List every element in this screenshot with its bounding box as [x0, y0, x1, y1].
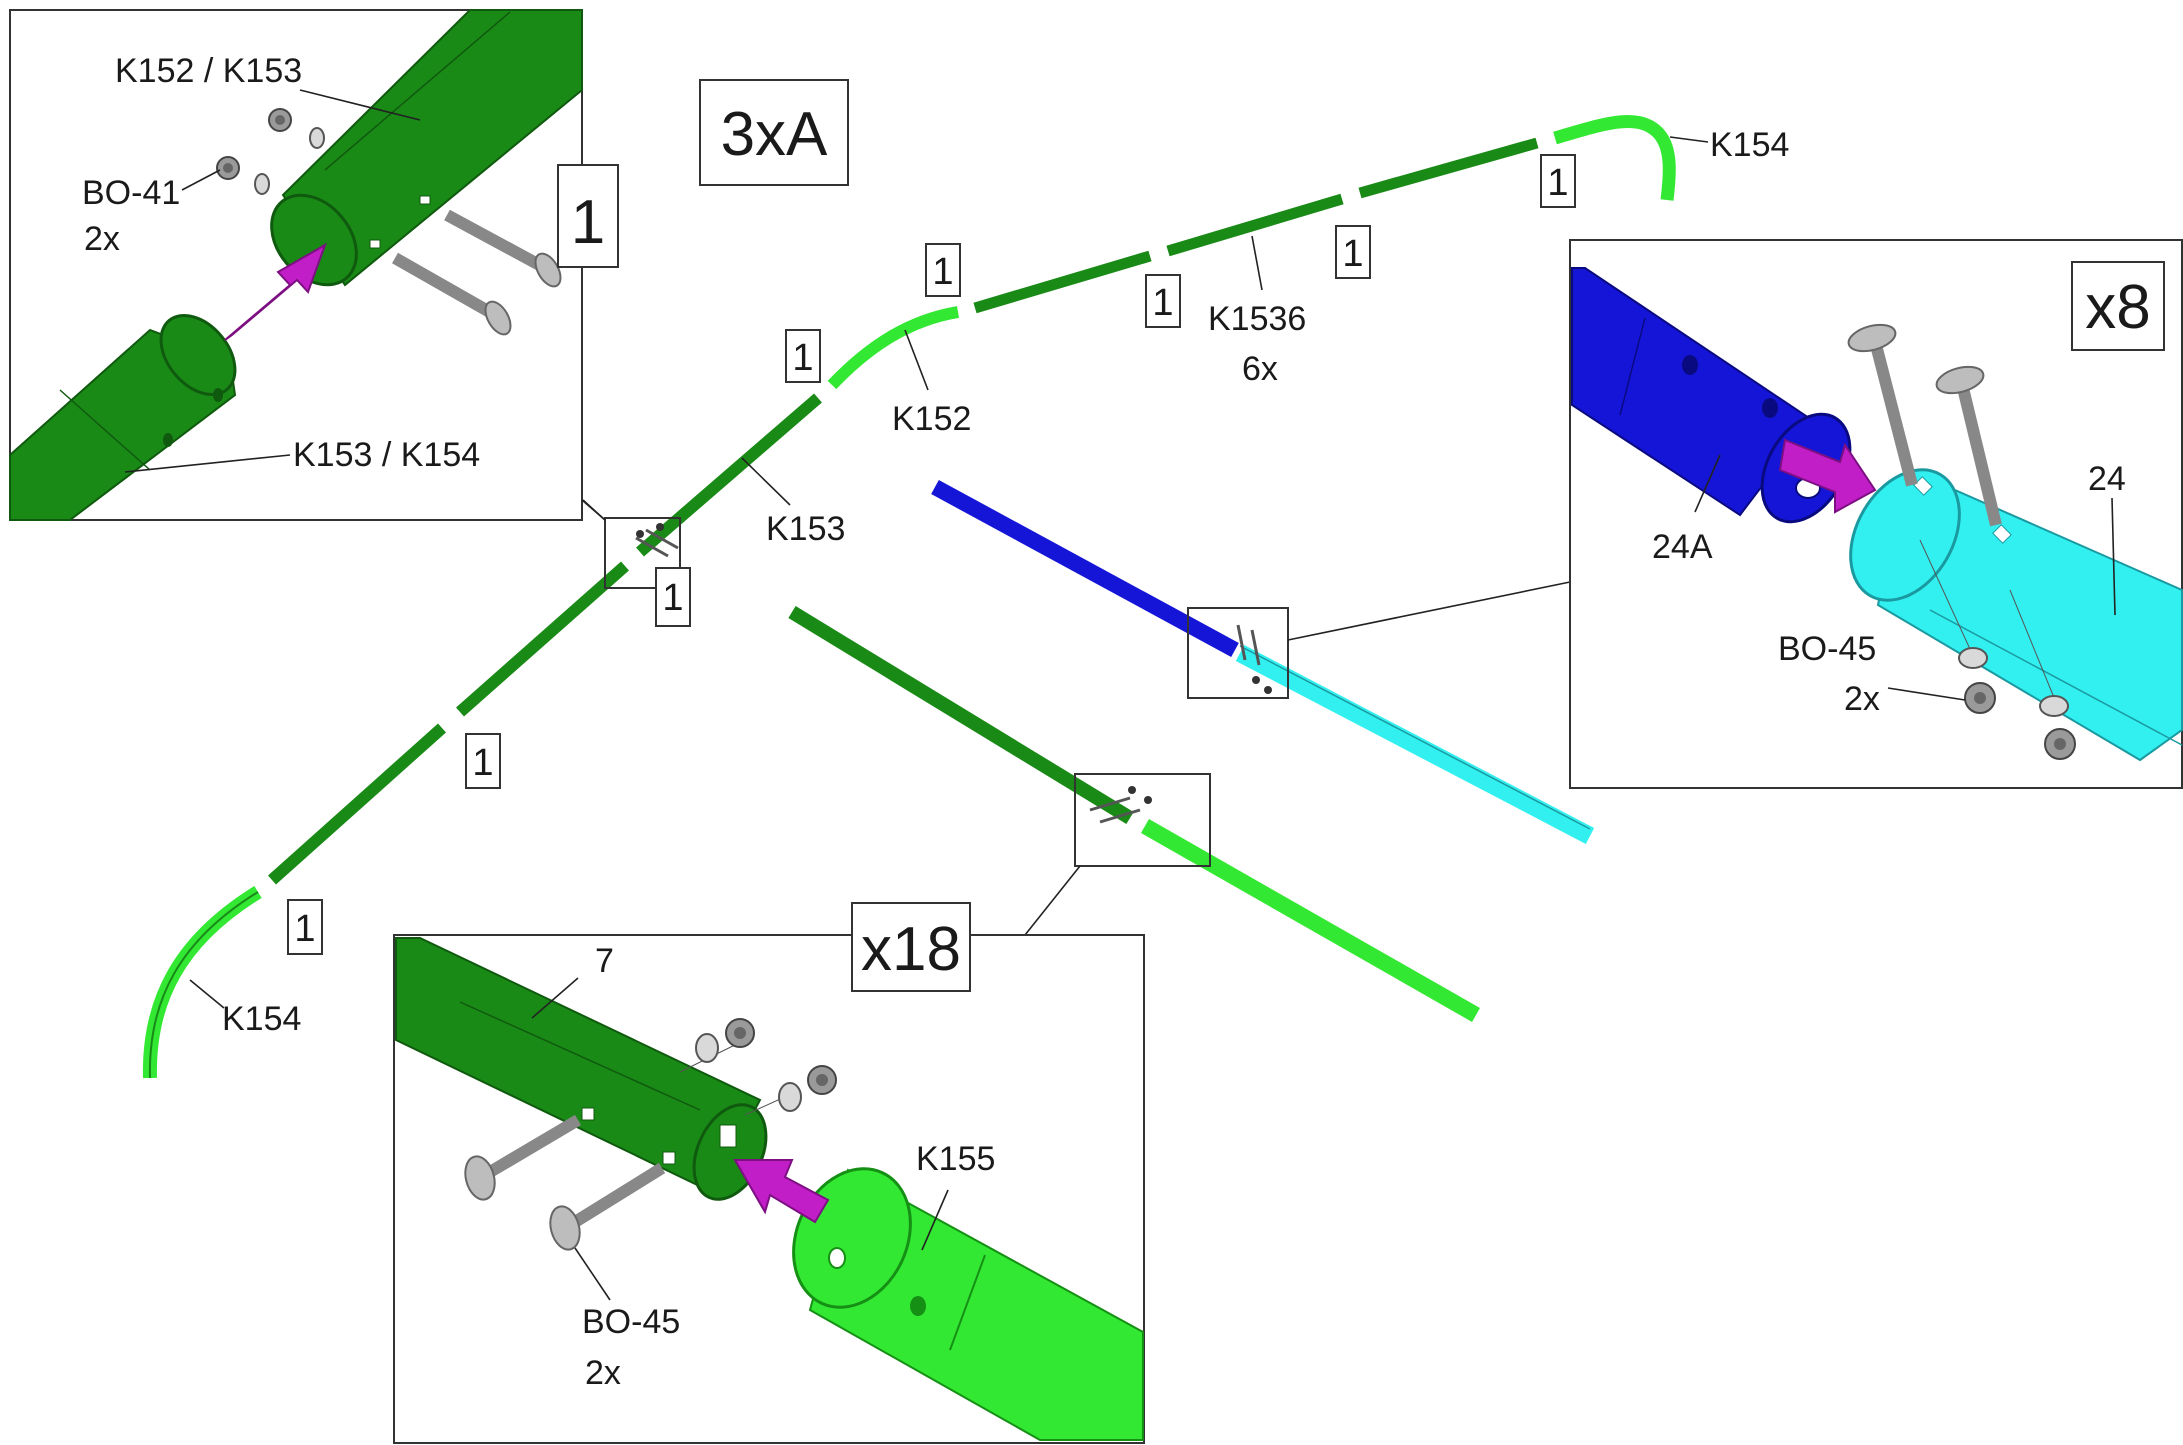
dark-green-pipe-7 [395, 937, 768, 1201]
label-k154-top: K154 [1710, 126, 1789, 164]
detail-frame-green-joint [1074, 773, 1211, 867]
svg-text:1: 1 [932, 251, 953, 293]
svg-text:1: 1 [1547, 162, 1568, 204]
label-24a: 24A [1652, 528, 1713, 566]
label-k153: K153 [766, 510, 845, 548]
k154-top-curved-pole [1553, 115, 1676, 201]
lower-pipe [9, 314, 237, 521]
pole-top-section-2 [1166, 193, 1344, 257]
pole-top-section-3 [1358, 137, 1539, 199]
svg-text:1: 1 [1152, 282, 1173, 324]
dark-green-pole-7 [788, 606, 1134, 824]
pole-section-1 [268, 723, 446, 885]
part-labels: K154 K1536 6x K152 K153 K154 [189, 126, 1789, 1038]
step-tag: 1 [1335, 225, 1371, 279]
nuts-washers [679, 1018, 837, 1116]
detail-right: 24A 24 BO-45 2x x8 [1569, 239, 2183, 789]
assembly-title: 3xA [721, 100, 828, 169]
detail-frame-main-joint [604, 517, 681, 589]
insert-arrow [224, 242, 327, 341]
joint-hardware-cluster [635, 523, 679, 558]
step-tag: 1 [925, 243, 961, 297]
green-lightgreen-pole [788, 606, 1480, 1022]
label-k154-bottom: K154 [222, 1000, 301, 1038]
light-green-pole-k155 [1141, 819, 1480, 1022]
svg-text:1: 1 [472, 742, 493, 784]
small-bolts-green-joint [1089, 786, 1152, 824]
step-tag: 1 [465, 733, 501, 789]
step-tag: 1 [785, 329, 821, 383]
svg-text:1: 1 [1342, 233, 1363, 275]
main-pole-assembly [142, 115, 1676, 1079]
label-pipe-lower: K153 / K154 [293, 436, 480, 474]
label-bolt-bo45-qty: 2x [585, 1354, 621, 1392]
label-k1536: K1536 [1208, 300, 1306, 338]
svg-text:1: 1 [792, 337, 813, 379]
k154-bottom-curved-pole [142, 886, 262, 1079]
nuts-washers [1919, 539, 2076, 760]
label-bolt-bo45: BO-45 [1778, 630, 1876, 668]
label-pipe-upper: K152 / K153 [115, 52, 302, 90]
label-bolt-bo45: BO-45 [582, 1303, 680, 1341]
insert-arrow [733, 1159, 830, 1224]
label-24: 24 [2088, 460, 2126, 498]
nuts-washers [216, 108, 325, 195]
label-k152: K152 [892, 400, 971, 438]
label-bolt-bo41-qty: 2x [84, 220, 120, 258]
svg-text:1: 1 [294, 908, 315, 950]
label-bolt-bo41: BO-41 [82, 174, 180, 212]
step-tag: 1 [1540, 154, 1576, 208]
k152-curved-pole [827, 306, 960, 390]
blue-pole-24a [931, 479, 1239, 658]
label-k1536-qty: 6x [1242, 350, 1278, 388]
cyan-pole-24 [1235, 645, 1595, 844]
step-tag: 1 [287, 899, 323, 955]
step-tags: 1 1 1 1 1 1 1 1 [287, 154, 1576, 955]
assembly-title-box: 3xA [699, 79, 849, 186]
step-tag: 1 [655, 567, 691, 627]
detail-bottom: 7 K155 BO-45 2x x18 [393, 902, 1145, 1444]
pole-section-3-k153 [636, 393, 822, 557]
insert-arrow [1778, 438, 1877, 514]
label-k155: K155 [916, 1140, 995, 1178]
step-tag: 1 [1145, 274, 1181, 328]
carriage-bolts [392, 209, 562, 336]
detail-multiplier: x8 [2085, 273, 2150, 342]
detail-multiplier: x18 [861, 915, 961, 984]
pole-section-2 [456, 561, 629, 717]
carriage-bolts [464, 1114, 666, 1251]
label-7: 7 [595, 942, 614, 980]
blue-cyan-pole [931, 479, 1595, 844]
carriage-bolts [1847, 323, 2002, 527]
label-bolt-bo45-qty: 2x [1844, 680, 1880, 718]
svg-text:1: 1 [662, 577, 683, 619]
detail-top-left: K152 / K153 BO-41 2x K153 / K154 1 [9, 9, 619, 521]
detail-frame-blue-joint [1187, 607, 1289, 699]
detail-callout: 1 [571, 188, 605, 257]
pole-top-section-1 [973, 250, 1152, 314]
small-bolts-blue-joint [1236, 624, 1272, 694]
